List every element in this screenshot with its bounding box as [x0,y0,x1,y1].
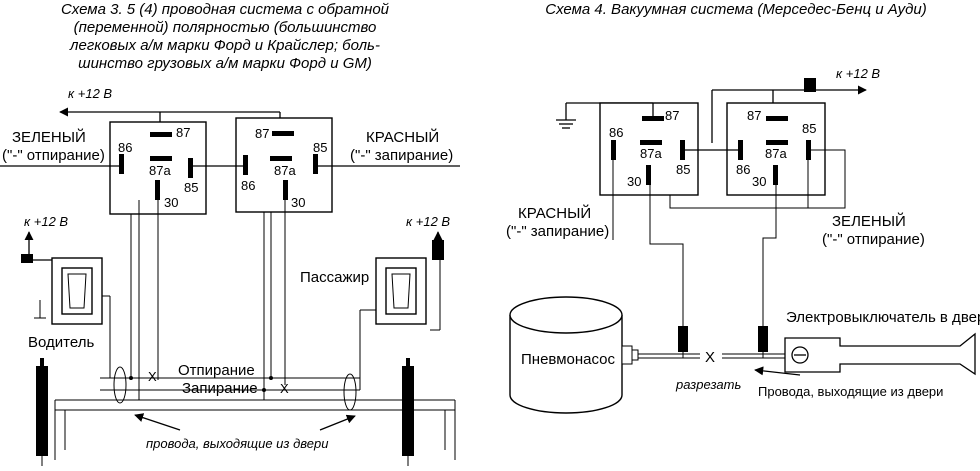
s4-relay1-pin-85: 85 [676,162,690,177]
cut-mark-1: X [148,369,157,384]
relay2-pin-86: 86 [241,178,255,193]
s4-relay2-pin-87: 87 [747,108,761,123]
scheme3-lock: Запирание [182,380,258,397]
scheme3-plus12-top: к +12 В [68,86,112,101]
scheme4-green-sub: ("-" отпирание) [822,231,925,248]
scheme3-caption-line2: (переменной) полярностью (большинство [74,19,377,36]
scheme3-passenger: Пассажир [300,269,369,286]
scheme3-unlock: Отпирание [178,362,255,379]
connector-left-icon [678,326,688,352]
scheme3-caption-line1: Схема 3. 5 (4) проводная система с обрат… [61,1,390,18]
fuse-right-icon [432,240,444,260]
relay2-pin-30: 30 [291,195,305,210]
scheme4-door-wires: Провода, выходящие из двери [758,384,943,399]
cut-mark-3: X [705,349,715,366]
relay2-pin-87: 87 [255,126,269,141]
relay1-pin-85: 85 [184,180,198,195]
relay2-pin-85: 85 [313,140,327,155]
scheme3-door-wires: провода, выходящие из двери [146,436,328,451]
door-switch-icon [784,332,976,376]
scheme3-green-sub: ("-" отпирание) [2,147,105,164]
relay2-pin-87a: 87a [274,163,296,178]
connector-right-icon [758,326,768,352]
s4-relay2-pin-85: 85 [802,121,816,136]
relay1-pin-87: 87 [176,125,190,140]
s4-relay2-pin-30: 30 [752,174,766,189]
relay1-pin-30: 30 [164,195,178,210]
scheme4-cut: разрезать [675,377,741,392]
fuse-left-icon [21,254,33,263]
scheme4-pump: Пневмонасос [521,351,615,368]
s4-relay2-pin-87a: 87a [765,146,787,161]
relay1-pin-86: 86 [118,140,132,155]
scheme3-plus12-right: к +12 В [406,214,450,229]
scheme4-switch-label: Электровыключатель в двери [786,309,980,326]
scheme3-red-label: КРАСНЫЙ [366,128,439,146]
s4-relay1-pin-87a: 87a [640,146,662,161]
relay1-pin-87a: 87a [149,163,171,178]
vacuum-pump [509,315,623,414]
scheme3-green-label: ЗЕЛЕНЫЙ [12,128,86,146]
actuator-right-icon [402,366,414,456]
scheme3-caption-line4: шинство грузовых а/м марки Форд и GM) [78,55,372,72]
scheme3-red-sub: ("-" запирание) [350,147,453,164]
scheme4-red-label: КРАСНЫЙ [518,204,591,222]
scheme4-caption: Схема 4. Вакуумная система (Мерседес-Бен… [545,1,927,18]
actuator-left-icon [36,366,48,456]
fuse-icon [804,78,816,92]
scheme4-red-sub: ("-" запирание) [506,223,609,240]
scheme4-plus12: к +12 В [836,66,880,81]
scheme4-green-label: ЗЕЛЕНЫЙ [832,212,906,230]
s4-relay2-pin-86: 86 [736,162,750,177]
scheme3-driver: Водитель [28,334,94,351]
scheme3-caption-line3: легковых а/м марки Форд и Крайслер; боль… [69,37,380,54]
scheme3-caption: Схема 3. 5 (4) проводная система с обрат… [61,1,390,72]
s4-relay1-pin-86: 86 [609,125,623,140]
scheme3-plus12-left: к +12 В [24,214,68,229]
cut-mark-2: X [280,381,289,396]
s4-relay1-pin-87: 87 [665,108,679,123]
s4-relay1-pin-30: 30 [627,174,641,189]
